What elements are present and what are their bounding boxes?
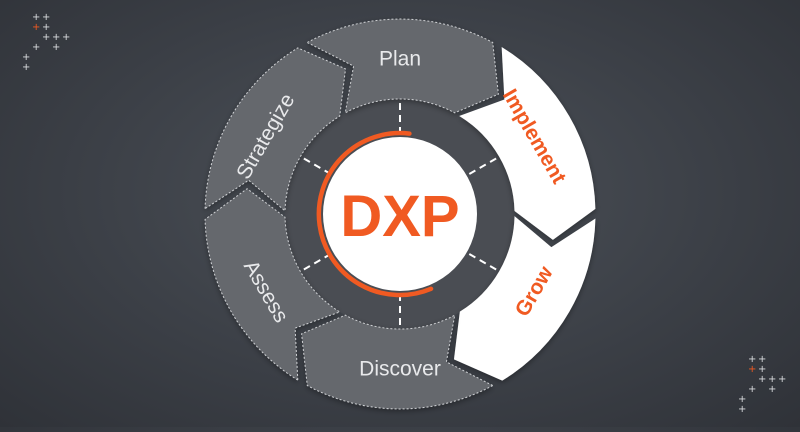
connector-strategize xyxy=(299,155,332,175)
segment-implement xyxy=(459,46,596,240)
segment-plan xyxy=(306,18,499,114)
segment-label-discover: Discover xyxy=(359,358,441,381)
center-label: DXP xyxy=(340,184,459,249)
connector-assess xyxy=(299,253,332,273)
connector-lines xyxy=(299,99,501,329)
segment-label-plan: Plan xyxy=(379,48,421,71)
center-accent-arc xyxy=(316,130,434,298)
connector-implement xyxy=(468,155,501,175)
segment-strategize xyxy=(204,47,347,212)
segment-discover xyxy=(301,314,494,410)
plus-pattern-top-left: ++ ++ +++ ++ + + xyxy=(22,12,71,73)
segment-grow xyxy=(453,216,596,381)
plus-pattern-bottom-right: ++ ++ +++ ++ + + xyxy=(738,354,787,415)
connector-grow xyxy=(468,253,501,273)
segment-assess xyxy=(204,188,341,382)
segment-group: PlanImplementGrowDiscoverAssessStrategiz… xyxy=(204,18,596,410)
center-circle xyxy=(323,137,477,291)
